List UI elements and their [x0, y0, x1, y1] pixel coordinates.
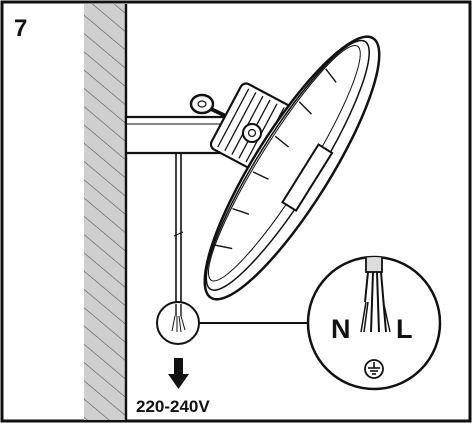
cable-end-circle	[156, 301, 200, 345]
wall	[84, 4, 126, 420]
neutral-label: N	[331, 314, 351, 344]
arrow-down-icon	[168, 358, 189, 389]
live-label: L	[396, 314, 413, 344]
voltage-label: 220-240V	[136, 397, 210, 416]
earth-ground-icon	[364, 359, 384, 379]
hanging-ring	[189, 93, 231, 120]
power-cable	[173, 153, 184, 302]
zoom-circle	[306, 255, 442, 391]
step-number: 7	[14, 15, 27, 42]
adjustment-knob	[242, 123, 262, 143]
